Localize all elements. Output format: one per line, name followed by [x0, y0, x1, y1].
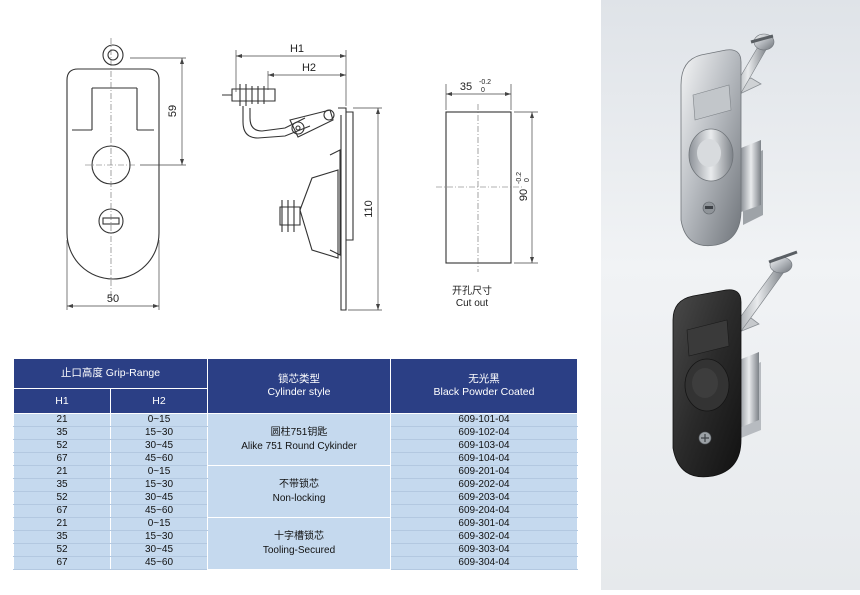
- part-code-cell: 609-303-04: [390, 543, 578, 557]
- h1-cell: 35: [13, 426, 111, 440]
- cutout-label: 开孔尺寸 Cut out: [432, 286, 512, 310]
- cylinder-style-cn: 十字槽锁芯: [274, 530, 324, 542]
- h1-label: H1: [290, 43, 304, 55]
- cylinder-style-en: Tooling-Secured: [262, 544, 336, 556]
- cylinder-style-cell: 十字槽锁芯 Tooling-Secured: [207, 517, 391, 570]
- h1-cell: 67: [13, 452, 111, 466]
- table-row: 67 45~60 609-204-04: [13, 504, 578, 518]
- grip-range-header: 止口高度 Grip-Range: [13, 358, 208, 389]
- table-row: 52 30~45 609-103-04: [13, 439, 578, 453]
- h2-cell: 15~30: [110, 530, 208, 544]
- finish-header: 无光黑 Black Powder Coated: [390, 358, 578, 414]
- front-view: [66, 44, 160, 280]
- h1-cell: 21: [13, 413, 111, 427]
- h2-cell: 30~45: [110, 491, 208, 505]
- h2-cell: 45~60: [110, 556, 208, 570]
- h1-cell: 52: [13, 439, 111, 453]
- technical-drawing: 50 59 H1 H2 110 35 -0.2 0 90 -0.2 0: [66, 38, 538, 311]
- cylinder-style-en: Non-locking: [272, 492, 326, 504]
- h1-header: H1: [13, 388, 111, 414]
- cutout-height-tol-lower: 0: [524, 178, 531, 182]
- h1-cell: 52: [13, 543, 111, 557]
- part-code-cell: 609-104-04: [390, 452, 578, 466]
- h1-cell: 67: [13, 556, 111, 570]
- cutout-width-tol-upper: -0.2: [479, 79, 491, 86]
- h1-cell: 67: [13, 504, 111, 518]
- cutout-height-dim: 90: [518, 189, 530, 201]
- part-code-cell: 609-204-04: [390, 504, 578, 518]
- h2-cell: 0~15: [110, 413, 208, 427]
- finish-header-cn: 无光黑: [468, 373, 500, 385]
- part-code-cell: 609-203-04: [390, 491, 578, 505]
- black-latch-photo: [672, 250, 798, 478]
- h2-cell: 15~30: [110, 426, 208, 440]
- cylinder-style-header-cn: 锁芯类型: [278, 373, 320, 385]
- front-width-dim: 50: [107, 293, 119, 305]
- cutout-width-tol-lower: 0: [481, 87, 485, 94]
- table-row: 52 30~45 609-303-04: [13, 543, 578, 557]
- cylinder-style-cell: 不带锁芯 Non-locking: [207, 465, 391, 518]
- h2-cell: 30~45: [110, 543, 208, 557]
- h1-cell: 21: [13, 465, 111, 479]
- h1-cell: 52: [13, 491, 111, 505]
- cutout-label-en: Cut out: [455, 298, 489, 309]
- part-code-cell: 609-102-04: [390, 426, 578, 440]
- h2-header: H2: [110, 388, 208, 414]
- h2-label: H2: [302, 62, 316, 74]
- table-row: 35 15~30 609-302-04: [13, 530, 578, 544]
- table-row: 35 15~30 609-102-04: [13, 426, 578, 440]
- part-code-cell: 609-202-04: [390, 478, 578, 492]
- side-height-dim: 110: [363, 200, 375, 218]
- h2-cell: 45~60: [110, 452, 208, 466]
- finish-header-en: Black Powder Coated: [433, 386, 535, 398]
- cylinder-style-cell: 圆柱751钥匙 Alike 751 Round Cykinder: [207, 413, 391, 466]
- table-row: 67 45~60 609-104-04: [13, 452, 578, 466]
- cutout-label-cn: 开孔尺寸: [452, 286, 492, 297]
- cylinder-style-cn: 圆柱751钥匙: [270, 426, 328, 438]
- cylinder-style-header: 锁芯类型 Cylinder style: [207, 358, 391, 414]
- table-row: 21 0~15 十字槽锁芯 Tooling-Secured 609-301-04: [13, 517, 578, 570]
- front-height-dim: 59: [167, 105, 179, 117]
- table-row: 21 0~15 不带锁芯 Non-locking 609-201-04: [13, 465, 578, 518]
- cutout-height-tol-upper: -0.2: [516, 172, 523, 184]
- h2-cell: 15~30: [110, 478, 208, 492]
- part-code-cell: 609-201-04: [390, 465, 578, 479]
- product-photo-panel: [601, 0, 860, 590]
- h1-cell: 21: [13, 517, 111, 531]
- h2-cell: 45~60: [110, 504, 208, 518]
- table-row: 21 0~15 圆柱751钥匙 Alike 751 Round Cykinder…: [13, 413, 578, 466]
- part-code-cell: 609-101-04: [390, 413, 578, 427]
- chrome-latch-photo: [680, 33, 775, 247]
- h1-cell: 35: [13, 478, 111, 492]
- spec-table: 止口高度 Grip-Range 锁芯类型 Cylinder style 无光黑 …: [13, 358, 578, 570]
- h2-cell: 0~15: [110, 465, 208, 479]
- h2-cell: 30~45: [110, 439, 208, 453]
- cylinder-style-en: Alike 751 Round Cykinder: [241, 440, 357, 452]
- cutout-width-dim: 35: [460, 81, 472, 93]
- cylinder-style-header-en: Cylinder style: [267, 386, 331, 398]
- h1-cell: 35: [13, 530, 111, 544]
- part-code-cell: 609-302-04: [390, 530, 578, 544]
- side-view: [222, 84, 354, 311]
- table-row: 35 15~30 609-202-04: [13, 478, 578, 492]
- table-row: 52 30~45 609-203-04: [13, 491, 578, 505]
- part-code-cell: 609-301-04: [390, 517, 578, 531]
- h2-cell: 0~15: [110, 517, 208, 531]
- part-code-cell: 609-103-04: [390, 439, 578, 453]
- cutout-view: [445, 111, 512, 264]
- table-row: 67 45~60 609-304-04: [13, 556, 578, 570]
- part-code-cell: 609-304-04: [390, 556, 578, 570]
- cylinder-style-cn: 不带锁芯: [279, 478, 319, 490]
